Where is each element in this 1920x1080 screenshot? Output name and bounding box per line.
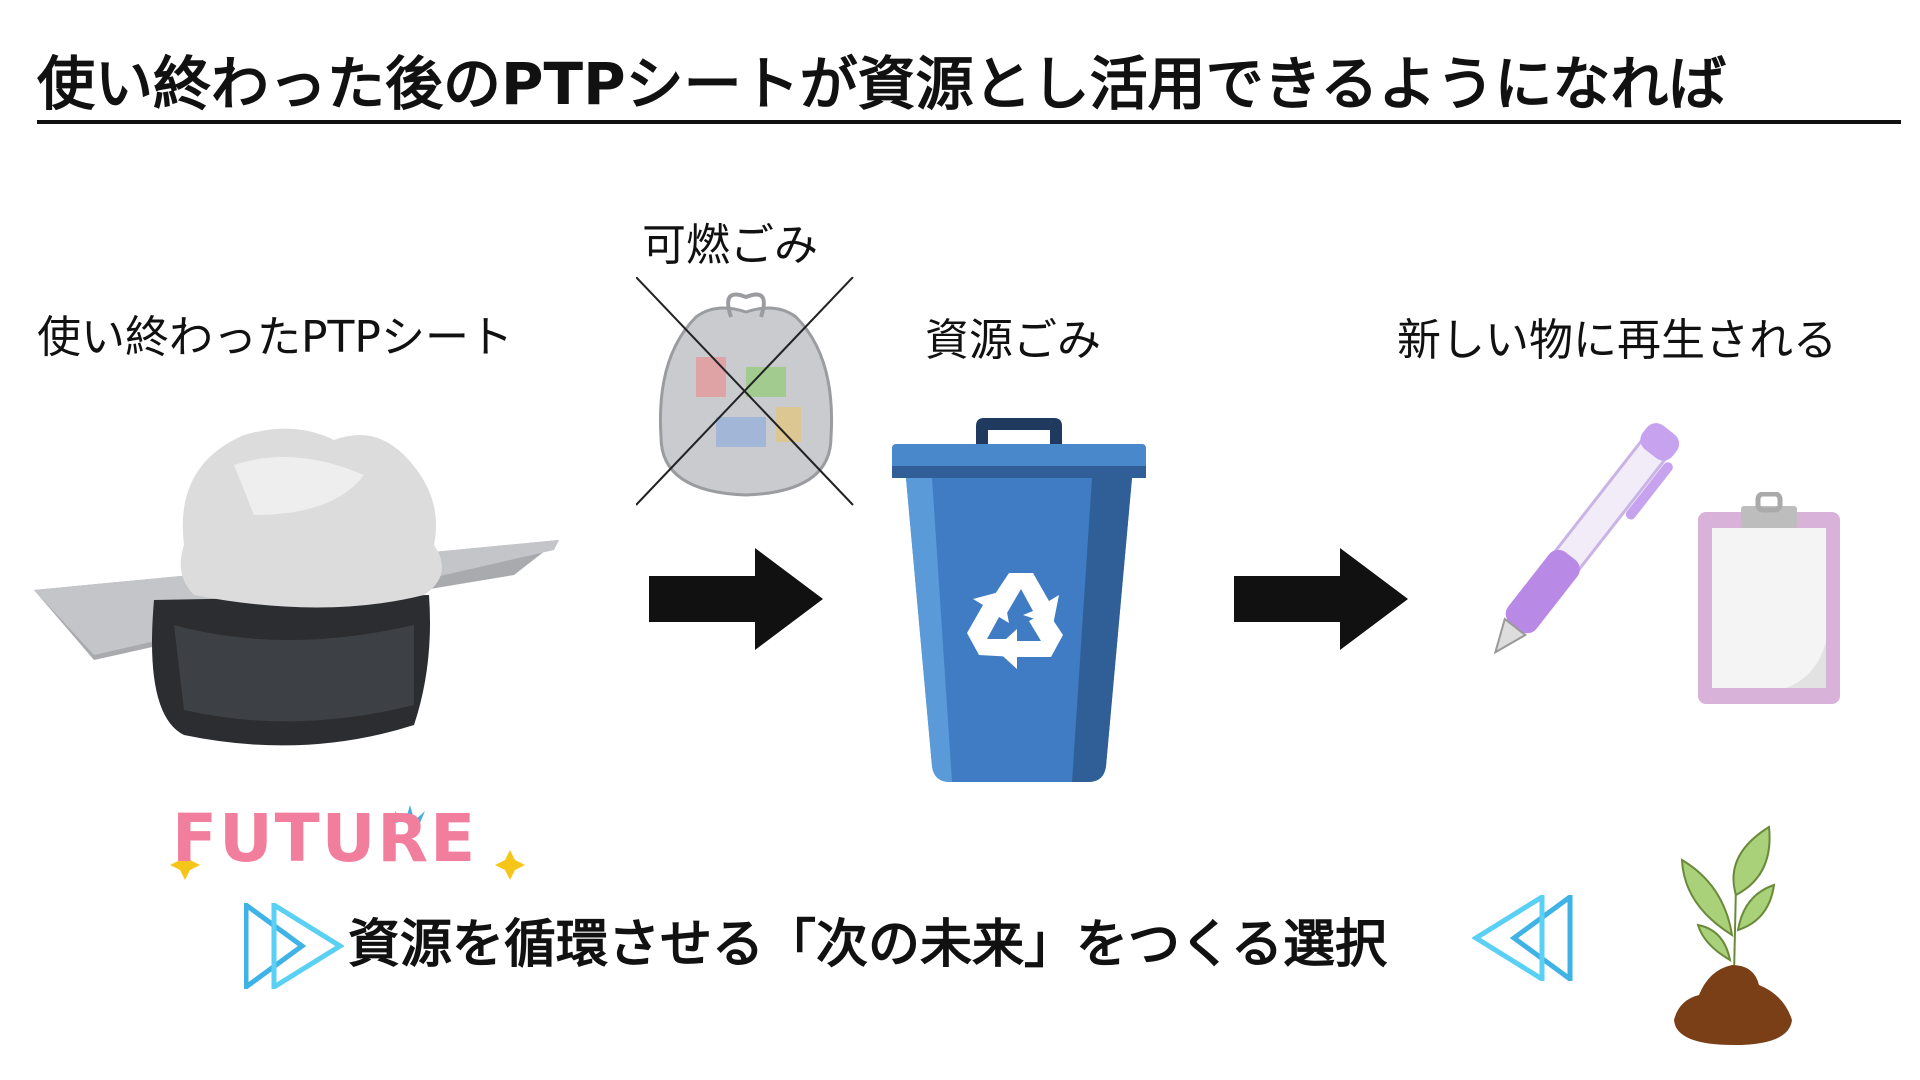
future-badge: FUTURE xyxy=(172,800,478,877)
arrow-right-icon xyxy=(1234,548,1408,650)
clipboard-image xyxy=(1698,492,1840,704)
cross-line xyxy=(636,277,854,506)
label-recyclable-waste: 資源ごみ xyxy=(925,315,1101,366)
ptp-blister-image xyxy=(34,428,559,746)
double-triangle-right-icon xyxy=(244,903,344,989)
arrow-right-icon xyxy=(649,548,823,650)
pen-image xyxy=(1493,423,1680,655)
recycling-bin-image xyxy=(892,418,1146,782)
label-used-ptp-sheet: 使い終わったPTPシート xyxy=(37,312,513,363)
tagline: 資源を循環させる「次の未来」をつくる選択 xyxy=(348,915,1387,975)
sprout-image xyxy=(1674,825,1792,1045)
double-triangle-left-icon xyxy=(1472,895,1573,981)
garbage-bag-icon xyxy=(658,292,834,497)
label-recycled-products: 新しい物に再生される xyxy=(1397,315,1837,366)
garbage-bag-crossed-image xyxy=(636,277,854,506)
page-title: 使い終わった後のPTPシートが資源とし活用できるようになれば xyxy=(37,50,1901,124)
label-burnable-waste: 可燃ごみ xyxy=(642,220,818,271)
recycle-icon xyxy=(967,573,1063,669)
future-sparkle-decoration xyxy=(170,805,525,880)
